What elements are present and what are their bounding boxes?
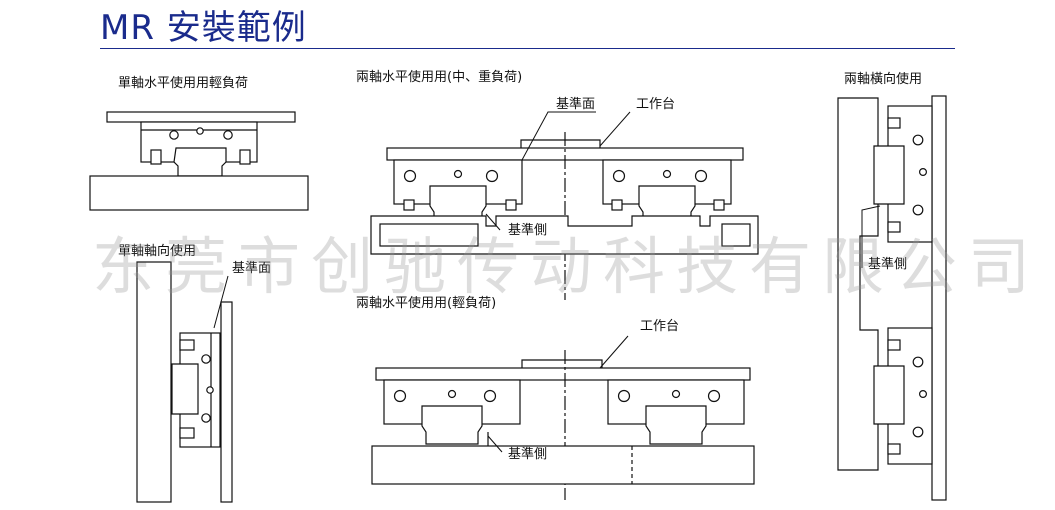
page-title: MR 安裝範例 [100,8,307,48]
caption-double-horizontal-heavy: 兩軸水平使用用(中、重負荷) [356,70,523,85]
label-reference-side-lateral: 基準側 [868,256,907,272]
caption-double-horizontal-light: 兩軸水平使用用(輕負荷) [356,296,497,311]
diagram-double-horizontal-light [371,350,755,500]
label-reference-face-vertical: 基準面 [232,260,271,276]
caption-single-horizontal: 單軸水平使用用輕負荷 [118,76,249,91]
diagram-single-horizontal [89,111,309,211]
label-reference-side-heavy: 基準側 [508,222,547,238]
caption-double-lateral: 兩軸橫向使用 [844,72,923,87]
diagram-single-vertical [136,261,233,503]
label-reference-side-light: 基準側 [508,446,547,462]
diagram-double-horizontal-heavy [370,132,759,300]
label-worktable-light: 工作台 [640,319,679,334]
leader-lines [213,111,881,453]
title-underline [100,48,955,49]
caption-single-vertical: 單軸軸向使用 [118,244,197,259]
label-reference-face-heavy: 基準面 [556,96,595,112]
label-worktable-heavy: 工作台 [636,97,675,112]
diagram-double-lateral [837,95,947,501]
